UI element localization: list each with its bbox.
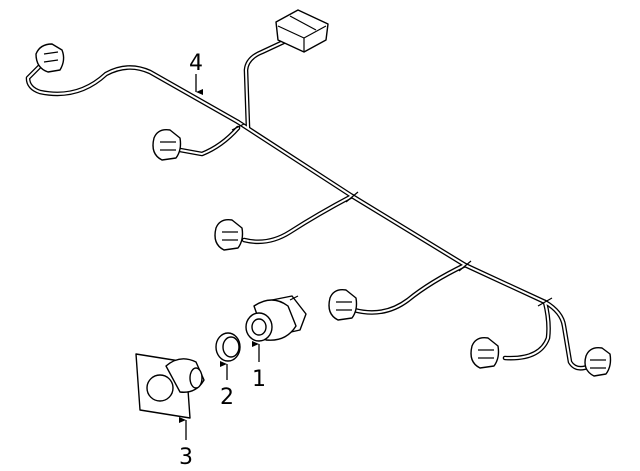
wiring-harness [25,9,612,377]
sensor-plug-far-left [35,43,65,73]
callout-4-label: 4 [189,51,203,76]
callout-4: 4 [189,51,203,95]
callout-3-label: 3 [179,445,193,470]
sensor-retaining-ring [215,332,241,362]
main-harness-connector [275,9,329,53]
sensor-plug-lower-middle [328,288,358,321]
sensor-plug-middle [214,218,244,251]
harness-wires [25,35,593,371]
sensor-mounting-bracket [135,353,205,419]
sensor-plug-lower-right [470,336,500,369]
sensor-plug-left [152,128,182,161]
callout-1-label: 1 [252,367,266,392]
callout-3: 3 [179,417,193,470]
parking-sensor [245,295,307,342]
callout-2: 2 [220,361,234,410]
callout-1: 1 [252,341,266,392]
sensor-plug-far-right [584,346,612,377]
callout-2-label: 2 [220,385,234,410]
